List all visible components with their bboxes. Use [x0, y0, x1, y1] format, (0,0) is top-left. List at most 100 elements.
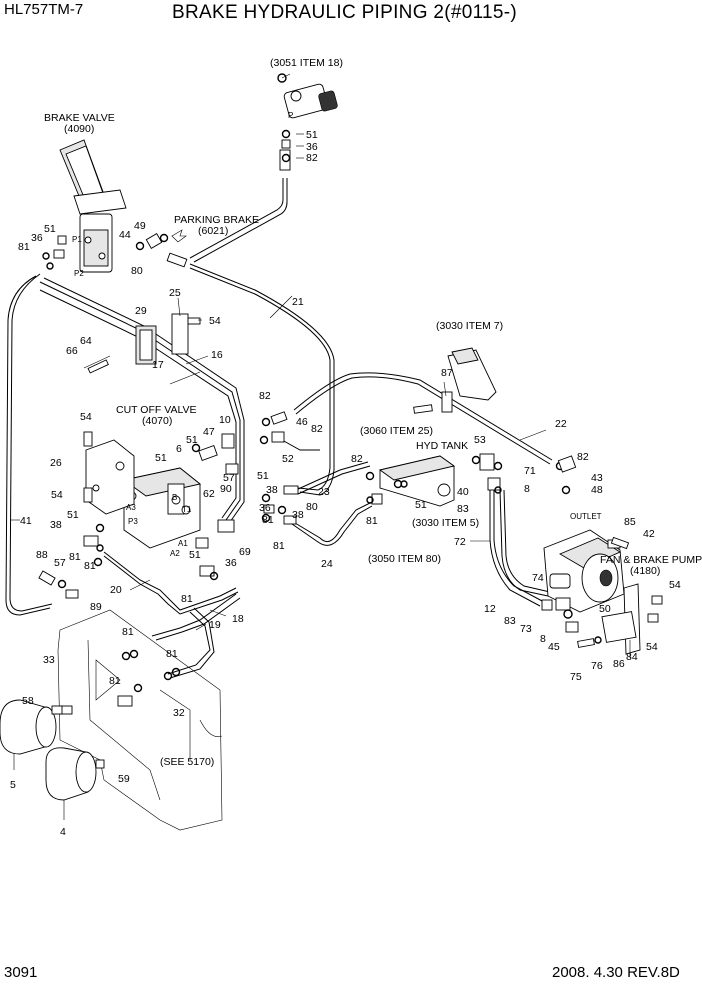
part-number: 29 [135, 305, 147, 317]
part-number: 44 [119, 229, 131, 241]
part-number: 51 [155, 452, 167, 464]
port-label: A3 [126, 503, 136, 512]
part-number: 46 [296, 416, 308, 428]
part-number: 82 [577, 451, 589, 463]
port-label: P [288, 111, 293, 120]
part-number: 66 [66, 345, 78, 357]
part-number: 82 [306, 152, 318, 164]
part-number: 20 [110, 584, 122, 596]
part-number: 80 [131, 265, 143, 277]
part-number: 36 [259, 502, 271, 514]
label-outlet: OUTLET [570, 512, 602, 521]
part-number: 32 [173, 707, 185, 719]
part-number: 81 [122, 626, 134, 638]
part-number: 82 [351, 453, 363, 465]
part-number: 83 [504, 615, 516, 627]
part-number: 38 [266, 484, 278, 496]
part-number: 41 [20, 515, 32, 527]
part-number: 88 [36, 549, 48, 561]
part-number: 83 [457, 503, 469, 515]
part-number: 43 [591, 472, 603, 484]
part-number-labels: 51 36 82 81 36 51 44 49 80 21 29 25 54 6… [10, 111, 681, 838]
part-number: 16 [211, 349, 223, 361]
part-number: 51 [415, 499, 427, 511]
label-ref-3050: (3050 ITEM 80) [368, 553, 441, 565]
label-brake-valve-ref: (4090) [64, 123, 94, 135]
part-number: 57 [54, 557, 66, 569]
model-number: HL757TM-7 [4, 1, 84, 18]
part-number: 21 [292, 296, 304, 308]
part-number: 49 [134, 220, 146, 232]
part-number: 36 [225, 557, 237, 569]
port-label: B [172, 493, 177, 502]
label-fan-brake-pump: FAN & BRAKE PUMP [600, 554, 702, 566]
part-number: 42 [643, 528, 655, 540]
part-number: 86 [613, 658, 625, 670]
part-number: 22 [555, 418, 567, 430]
part-number: 26 [50, 457, 62, 469]
frame [57, 609, 223, 831]
part-number: 62 [203, 488, 215, 500]
part-number: 25 [169, 287, 181, 299]
fan-brake-pump [543, 529, 625, 613]
part-number: 81 [166, 648, 178, 660]
part-number: 24 [321, 558, 333, 570]
part-number: 54 [209, 315, 221, 327]
part-number: 33 [43, 654, 55, 666]
brake-valve [59, 139, 127, 273]
part-number: 85 [624, 516, 636, 528]
part-number: 48 [591, 484, 603, 496]
part-number: 87 [441, 367, 453, 379]
part-number: 6 [176, 443, 182, 455]
label-fan-brake-pump-ref: (4180) [630, 565, 660, 577]
bracket-87 [413, 347, 497, 414]
label-brake-valve: BRAKE VALVE [44, 112, 115, 124]
part-number: 23 [318, 486, 330, 498]
part-number: 73 [520, 623, 532, 635]
part-number: 12 [484, 603, 496, 615]
label-ref-3051: (3051 ITEM 18) [270, 57, 343, 69]
port-label: P3 [128, 517, 138, 526]
annotation-labels: (3051 ITEM 18) BRAKE VALVE (4090) PARKIN… [44, 57, 702, 768]
part-number: 10 [219, 414, 231, 426]
part-number: 57 [223, 472, 235, 484]
part-number: 81 [109, 675, 121, 687]
part-number: 51 [67, 509, 79, 521]
part-number: 54 [80, 411, 92, 423]
part-number: 90 [220, 483, 232, 495]
part-number: 81 [262, 514, 274, 526]
part-number: 36 [31, 232, 43, 244]
fittings [38, 129, 663, 715]
part-number: 75 [570, 671, 582, 683]
label-ref-3030-item5: (3030 ITEM 5) [412, 517, 479, 529]
label-parking-brake: PARKING BRAKE [174, 214, 259, 226]
label-ref-3030-item7: (3030 ITEM 7) [436, 320, 503, 332]
page-number: 3091 [4, 964, 38, 981]
part-number: 40 [457, 486, 469, 498]
part-number: 76 [591, 660, 603, 672]
label-ref-3060: (3060 ITEM 25) [360, 425, 433, 437]
part-number: 82 [311, 423, 323, 435]
part-number: 81 [366, 515, 378, 527]
top-valve [277, 73, 338, 171]
part-number: 72 [454, 536, 466, 548]
part-number: 51 [257, 470, 269, 482]
part-number: 81 [181, 593, 193, 605]
part-number: 89 [90, 601, 102, 613]
part-number: 38 [292, 509, 304, 521]
part-number: 81 [69, 551, 81, 563]
part-number: 18 [232, 613, 244, 625]
clamp-bracket [83, 313, 201, 374]
part-number: 54 [51, 489, 63, 501]
part-number: 81 [18, 241, 30, 253]
pipe-routes [5, 178, 553, 679]
part-number: 51 [186, 434, 198, 446]
label-see-5170: (SEE 5170) [160, 756, 214, 768]
part-number: 45 [548, 641, 560, 653]
label-cut-off-valve-ref: (4070) [142, 415, 172, 427]
part-number: 64 [80, 335, 92, 347]
part-number: 81 [273, 540, 285, 552]
label-parking-brake-ref: (6021) [198, 225, 228, 237]
part-number: 54 [669, 579, 681, 591]
